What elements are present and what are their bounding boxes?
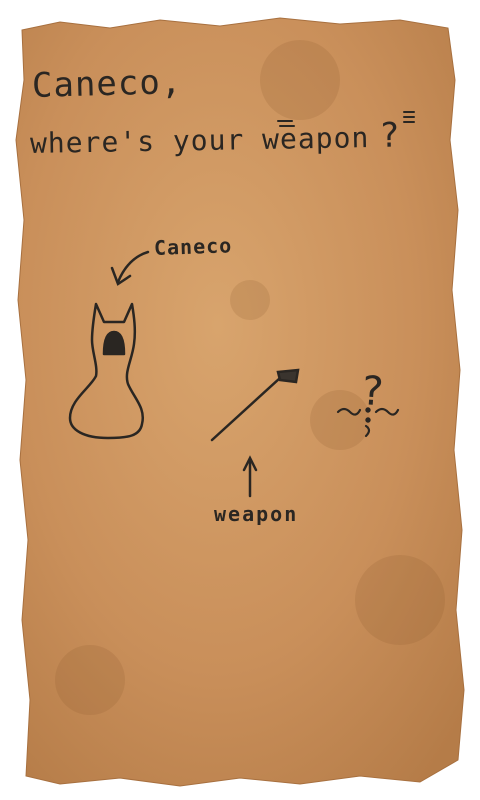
title-question-mark: ? xyxy=(378,115,402,156)
puzzled-squiggle xyxy=(336,407,400,438)
caneco-window xyxy=(102,330,126,356)
torn-paper xyxy=(15,17,465,787)
title-line-2: where's your weapon? xyxy=(30,116,401,162)
weapon-label: weapon xyxy=(214,502,299,526)
title-correction-marks xyxy=(277,111,415,127)
caneco-label: Caneco xyxy=(153,233,233,260)
title-line-1: Caneco, xyxy=(31,62,183,106)
arrow-to-caneco xyxy=(110,250,150,286)
caneco-figure xyxy=(68,302,145,440)
title-line-2-text: where's your weapon xyxy=(29,121,370,160)
arrow-to-weapon xyxy=(242,455,258,498)
puzzled-question-mark: ? xyxy=(360,368,385,416)
weapon-stick xyxy=(210,368,300,442)
paper-stains xyxy=(55,40,445,715)
